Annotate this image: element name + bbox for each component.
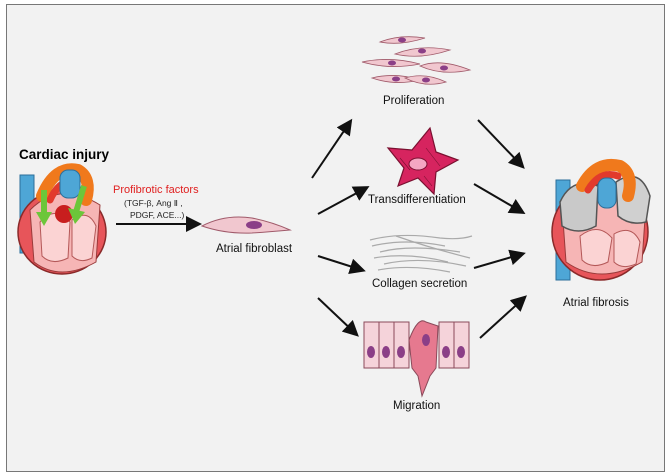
factors-list-line1: (TGF-β, Ang Ⅱ ,: [124, 198, 183, 208]
transdifferentiation-label: Transdifferentiation: [368, 194, 466, 206]
factors-list-line2: PDGF, ACE...): [130, 210, 185, 220]
proliferating-cells-icon: [361, 36, 472, 85]
collagen-fibers-icon: [369, 234, 473, 273]
injured-heart-icon: [17, 163, 107, 275]
fibrotic-heart-icon: [551, 159, 651, 281]
arrow-to-proliferation: [311, 118, 353, 179]
atrial-fibrosis-label: Atrial fibrosis: [563, 297, 629, 309]
arrow-collagen-to-fibrosis: [473, 249, 526, 269]
arrow-transdiff-to-fibrosis: [473, 183, 526, 215]
arrow-migration-to-fibrosis: [479, 295, 527, 339]
migrating-cells-icon: [363, 320, 470, 398]
myofibroblast-icon: [386, 126, 460, 196]
fibroblast-cell-icon: [200, 216, 292, 234]
cardiac-injury-title: Cardiac injury: [19, 147, 110, 162]
arrow-to-collagen: [317, 255, 366, 274]
arrow-to-transdifferentiation: [317, 186, 370, 215]
migration-label: Migration: [393, 400, 441, 412]
collagen-secretion-label: Collagen secretion: [372, 278, 468, 290]
arrow-to-migration: [317, 297, 359, 337]
atrial-fibroblast-label: Atrial fibroblast: [216, 243, 293, 255]
arrow-proliferation-to-fibrosis: [477, 119, 525, 169]
profibrotic-factors-label: Profibrotic factors: [113, 184, 199, 196]
proliferation-label: Proliferation: [383, 95, 445, 107]
